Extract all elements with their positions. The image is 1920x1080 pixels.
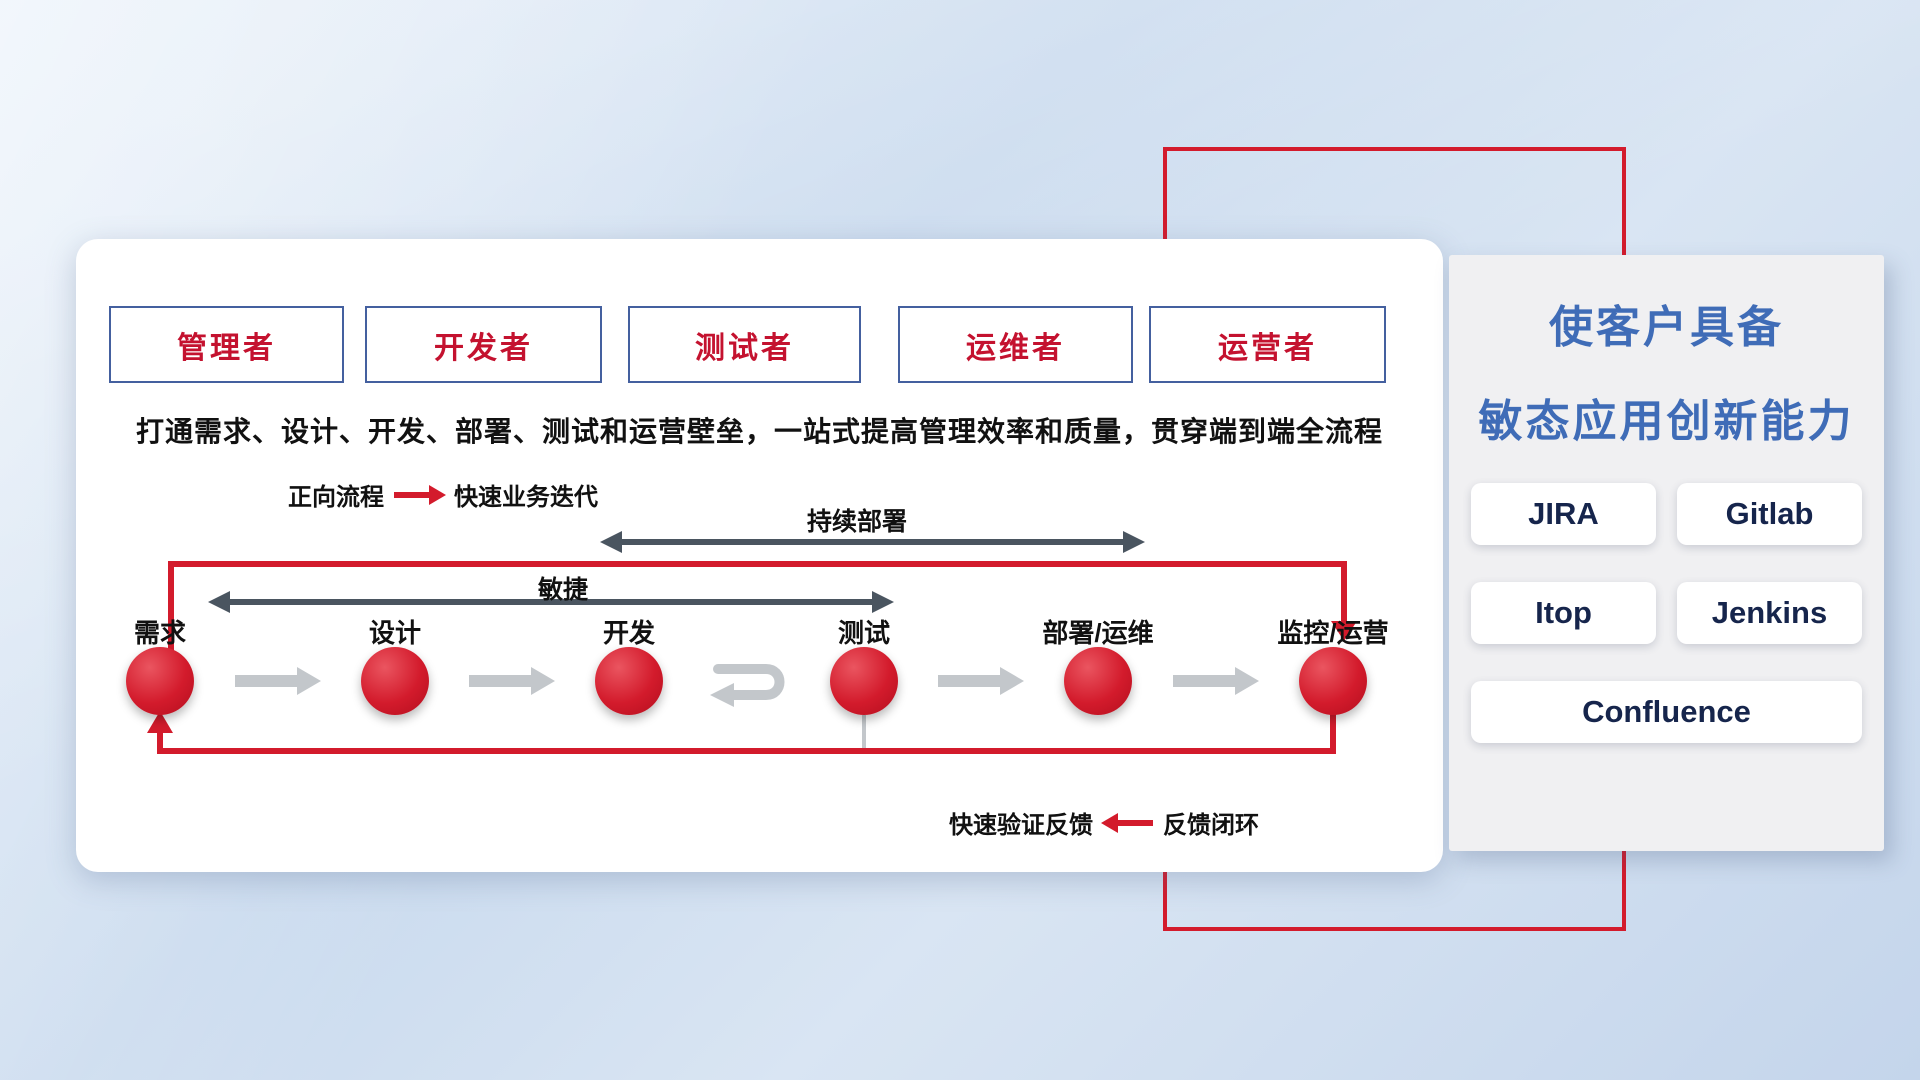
workflow-panel: 管理者 开发者 测试者 运维者 运营者 打通需求、设计、开发、部署、测试和运营壁… xyxy=(76,239,1443,872)
continuous-deploy-label: 持续部署 xyxy=(806,508,907,536)
headline-text: 打通需求、设计、开发、部署、测试和运营壁垒，一站式提高管理效率和质量，贯穿端到端… xyxy=(135,416,1383,447)
feedback-legend-value: 反馈闭环 xyxy=(1163,812,1259,839)
stage-label-monitor-op: 监控/运营 xyxy=(1277,618,1389,648)
role-label: 管理者 xyxy=(177,331,276,365)
role-label: 开发者 xyxy=(434,331,533,365)
role-box-operator: 运营者 xyxy=(1149,306,1386,383)
forward-legend-value: 快速业务迭代 xyxy=(454,484,598,511)
iterate-uturn-arrowhead-icon xyxy=(710,683,734,707)
role-box-ops: 运维者 xyxy=(898,306,1133,383)
stage-arrow-icon xyxy=(938,667,1024,695)
role-label: 测试者 xyxy=(695,331,794,365)
stage-circle-test xyxy=(830,647,898,715)
stage-label-develop: 开发 xyxy=(602,618,655,648)
stage-arrow-icon xyxy=(235,667,321,695)
capability-panel: 使客户具备 敏态应用创新能力 JIRA Gitlab Itop Jenkins … xyxy=(1449,255,1884,851)
feedback-arrow-icon xyxy=(1101,812,1153,833)
stage-label-requirement: 需求 xyxy=(133,618,186,648)
continuous-deploy-right-arrowhead-icon xyxy=(1123,531,1145,553)
capability-title-line1: 使客户具备 xyxy=(1549,303,1784,352)
iterate-uturn-icon xyxy=(713,664,785,700)
stage-circle-requirement xyxy=(126,647,194,715)
tool-button-jenkins: Jenkins xyxy=(1677,582,1862,644)
role-box-developer: 开发者 xyxy=(365,306,602,383)
forward-arrow-icon xyxy=(394,484,446,505)
stage-arrow-icon xyxy=(1173,667,1259,695)
stage-arrow-icon xyxy=(469,667,555,695)
tool-button-itop: Itop xyxy=(1471,582,1656,644)
stage-circle-design xyxy=(361,647,429,715)
role-label: 运营者 xyxy=(1218,331,1317,365)
stage-circle-develop xyxy=(595,647,663,715)
role-box-manager: 管理者 xyxy=(109,306,344,383)
capability-title-line2: 敏态应用创新能力 xyxy=(1478,397,1855,446)
agile-right-arrowhead-icon xyxy=(872,591,894,613)
stage-label-test: 测试 xyxy=(837,618,890,648)
agile-label: 敏捷 xyxy=(537,576,588,604)
forward-legend: 正向流程 快速业务迭代 xyxy=(288,477,598,512)
agile-left-arrowhead-icon xyxy=(208,591,230,613)
role-box-tester: 测试者 xyxy=(628,306,861,383)
flow-lines-graphic xyxy=(147,531,1357,754)
feedback-legend: 快速验证反馈 反馈闭环 xyxy=(949,805,1259,840)
tool-button-gitlab: Gitlab xyxy=(1677,483,1862,545)
continuous-deploy-left-arrowhead-icon xyxy=(600,531,622,553)
tool-button-jira: JIRA xyxy=(1471,483,1656,545)
forward-loop-arrowhead-icon xyxy=(1331,621,1357,641)
stage-circle-deploy-ops xyxy=(1064,647,1132,715)
tool-button-confluence: Confluence xyxy=(1471,681,1862,743)
feedback-legend-label: 快速验证反馈 xyxy=(949,812,1093,839)
forward-loop-line xyxy=(168,561,1347,651)
stage-circle-monitor-op xyxy=(1299,647,1367,715)
role-label: 运维者 xyxy=(966,331,1065,365)
stage-label-design: 设计 xyxy=(368,618,421,648)
feedback-loop-line xyxy=(157,707,1336,754)
feedback-loop-arrowhead-icon xyxy=(147,711,173,733)
forward-legend-label: 正向流程 xyxy=(288,484,384,511)
stage-label-deploy-ops: 部署/运维 xyxy=(1042,618,1154,648)
